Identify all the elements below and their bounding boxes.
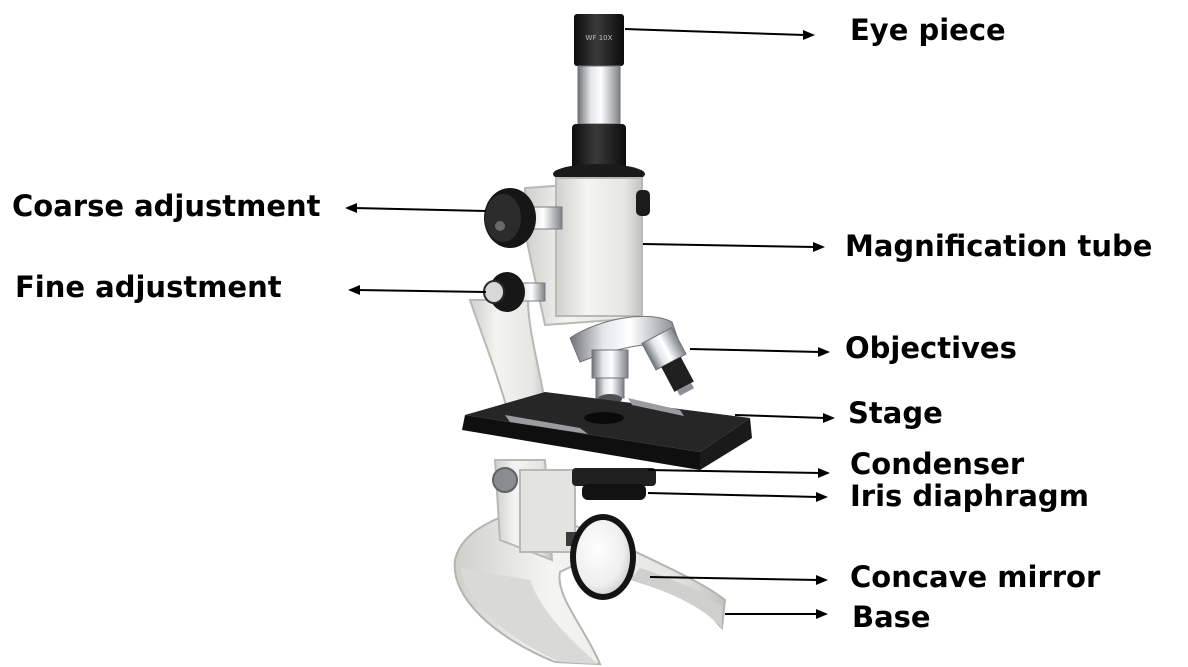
label-concave-mirror: Concave mirror [850, 563, 1100, 592]
arrow-eye-piece [803, 30, 815, 40]
label-iris-diaphragm: Iris diaphragm [850, 482, 1089, 511]
label-magnification-tube: Magnification tube [845, 232, 1152, 261]
label-objectives: Objectives [845, 334, 1017, 363]
leader-eye-piece [625, 29, 805, 35]
objectives [570, 316, 702, 404]
leader-iris-diaphragm [648, 493, 818, 497]
eyepiece-marking: WF 10X [586, 34, 613, 42]
stage-plate [462, 392, 752, 470]
leader-condenser [648, 470, 820, 473]
leader-objectives [690, 349, 820, 352]
leader-fine-adjustment [356, 290, 486, 292]
label-eye-piece: Eye piece [850, 16, 1006, 45]
arrow-fine-adjustment [348, 285, 360, 295]
label-fine-adjustment: Fine adjustment [15, 273, 282, 302]
leader-coarse-adjustment [353, 208, 486, 211]
leader-stage [735, 415, 825, 418]
label-stage: Stage [848, 399, 943, 428]
eyepiece: WF 10X [553, 14, 645, 184]
arrow-iris-diaphragm [816, 492, 828, 502]
arrow-magnification-tube [813, 242, 825, 252]
condenser [572, 468, 656, 500]
arrow-objectives [818, 347, 830, 357]
arrow-stage [823, 413, 835, 423]
label-coarse-adjustment: Coarse adjustment [12, 192, 321, 221]
arrow-condenser [818, 468, 830, 478]
arrow-coarse-adjustment [345, 203, 357, 213]
leader-magnification-tube [643, 244, 815, 247]
label-condenser: Condenser [850, 450, 1024, 479]
arrow-base [816, 609, 828, 619]
arrow-concave-mirror [816, 575, 828, 585]
magnification-tube [525, 178, 650, 325]
label-base: Base [852, 603, 931, 632]
